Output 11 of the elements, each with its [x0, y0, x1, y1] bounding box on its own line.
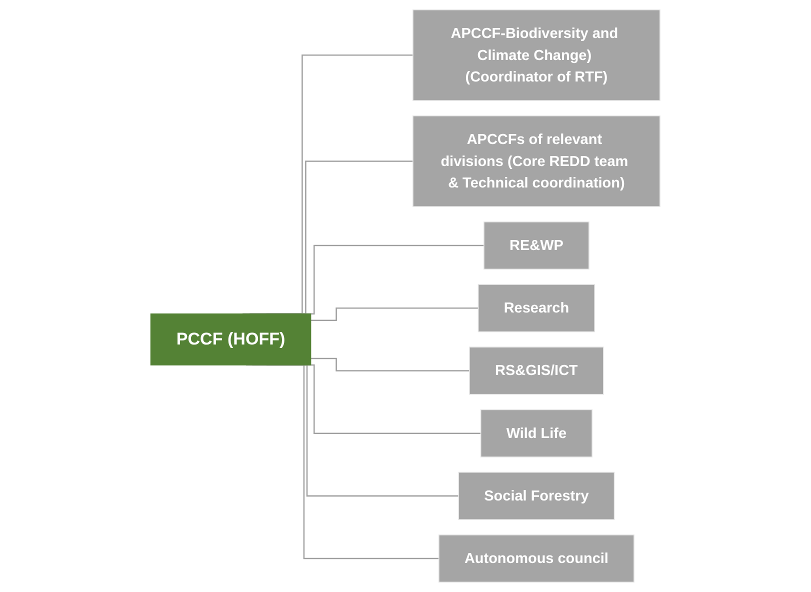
- node-box: APCCFs of relevant divisions (Core REDD team & Technical coordination): [412, 115, 660, 207]
- connector: [310, 308, 478, 321]
- node-box: RS&GIS/ICT: [469, 346, 604, 395]
- connector: [310, 358, 470, 372]
- node-box: PCCF (HOFF): [150, 313, 312, 366]
- node-box: Autonomous council: [438, 534, 635, 583]
- node-box: Wild Life: [480, 409, 593, 458]
- node-box: APCCF-Biodiversity and Climate Change) (Coordinator of RTF): [412, 9, 660, 101]
- node-box: Research: [478, 284, 596, 332]
- node-box: Social Forestry: [458, 472, 615, 520]
- node-box: RE&WP: [484, 221, 590, 270]
